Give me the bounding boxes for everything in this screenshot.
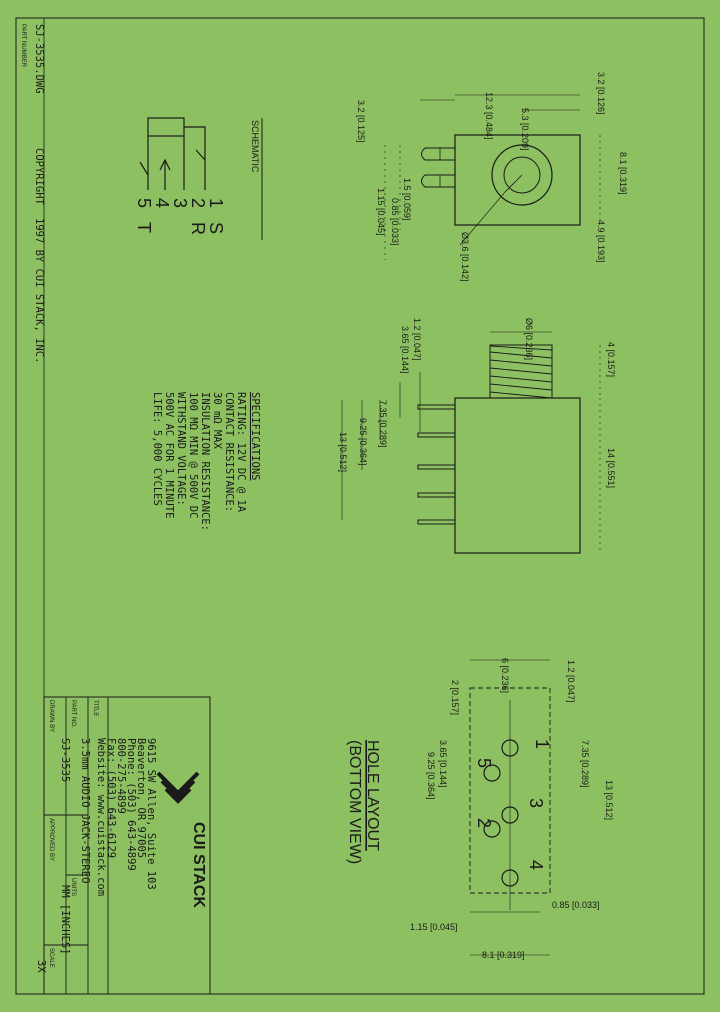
dim-hl-d1: 2 [0.157] [450,680,460,715]
dim-hl-d3: 9.25 [0.364] [426,752,436,800]
spec-line-8: LIFE: 5,000 CYCLES [151,392,163,506]
part-no-label: PART NO. [70,700,76,728]
company-logo [156,771,200,804]
side-view [341,331,601,554]
hole-1: 1 [532,739,552,749]
border-strip: PART NUMBER SJ-3535.DWG COPYRIGHT 1997 B… [20,18,45,994]
address-line-1: 9615 SW Allen, Suite 103 [145,738,157,890]
dim-left-offset: 3.2 [0.125] [356,100,366,143]
dim-hl-hole2: 1.15 [0.045] [410,922,458,932]
sheet-border [15,17,705,995]
dim-pin3: 7.35 [0.289] [378,400,388,448]
dim-half-height: 4.9 [0.193] [596,220,606,263]
spec-line-3: 30 mΩ MAX [211,392,223,450]
units-value: MM [INCHES] [59,885,71,955]
dim-hl-bottom: 8.1 [0.319] [482,950,525,960]
company-name: CUI STACK [190,822,207,908]
schematic-label-t: T [134,222,154,233]
address-line-2: Beaverton, OR 97005 [135,738,147,858]
dim-pin-pitch: 0.85 [0.033] [390,198,400,246]
approved-by-label: APPROVED BY [48,818,54,861]
schematic-pin-4: 4 [152,198,172,208]
specs-title: SPECIFICATIONS [249,392,261,481]
dim-hl-hole1: 0.85 [0.033] [552,900,600,910]
hole-3: 3 [526,798,546,808]
scale-value: 3X [35,960,47,973]
dim-right-gap: 3.2 [0.126] [596,72,606,115]
spec-line-1: RATING: 12V DC @ 1A [235,392,247,513]
part-number-code: SJ-3535.DWG [33,24,45,94]
spec-line-7: 500V AC FOR 1 MINUTE [163,392,175,518]
schematic-pin-5: 5 [134,198,154,208]
dim-pin1: 1.2 [0.047] [412,318,422,361]
schematic-label-s: S [206,222,226,234]
side-view-dimensions: Ø6 [0.236] 4 [0.157] 14 [0.551] 1.2 [0.0… [338,318,616,488]
dim-hl-width: 6 [0.236] [500,658,510,693]
dim-center-offset: 5.3 [0.209] [520,108,530,151]
address-line-6: Website: www.cuistack.com [95,738,107,896]
hole-layout-subtitle: (BOTTOM VIEW) [346,740,363,864]
schematic-pin-1: 1 [206,198,226,208]
spec-line-6: WITHSTAND VOLTAGE: [175,392,187,506]
schematic-pin-3: 3 [170,198,190,208]
dim-pin2: 3.65 [0.144] [400,326,410,374]
dim-pin4: 9.25 [0.364] [358,418,368,466]
dim-thread-len: 4 [0.157] [606,342,616,377]
part-no-value: SJ-3535 [59,738,71,782]
address-line-4: 800-275-4899 [115,738,127,814]
dim-hl-d5: 13 [0.512] [604,780,614,820]
dim-thread-dia: Ø6 [0.236] [524,318,534,360]
specifications: SPECIFICATIONS RATING: 12V DC @ 1A CONTA… [151,392,261,531]
hole-2: 2 [474,818,494,828]
hole-5: 5 [474,758,494,768]
spec-line-5: 100 MΩ MIN @ 500V DC [187,392,199,518]
dim-hl-d4: 7.35 [0.289] [580,740,590,788]
hole-layout-title: HOLE LAYOUT [364,740,381,851]
dim-pin5: 13 [0.512] [338,432,348,472]
hole-layout: HOLE LAYOUT (BOTTOM VIEW) 1 2 3 4 5 6 [0… [346,658,614,960]
units-label: UNITS [70,878,76,896]
schematic-title: SCHEMATIC [250,120,260,173]
scale-label: SCALE [48,948,54,968]
dim-pin-width: 1.5 [0.059] [402,178,412,221]
dim-body-len: 14 [0.551] [606,448,616,488]
dim-diameter: Ø3.6 [0.142] [460,232,470,282]
copyright-text: 1997 BY CUI STACK, INC. [33,218,45,363]
spec-line-2: CONTACT RESISTANCE: [223,392,235,512]
title-label: TITLE [92,700,98,716]
dim-hl-d2: 3.65 [0.144] [438,740,448,788]
address-line-5: Fax: (503) 643-6129 [105,738,117,858]
title-block [43,696,211,995]
dim-overall-width: 12.3 [0.484] [484,92,494,140]
schematic-pin-2: 2 [188,198,208,208]
address-line-3: Phone: (503) 643-4899 [125,738,137,871]
top-view-dimensions: 3.2 [0.125] 12.3 [0.484] 5.3 [0.209] 3.2… [356,72,628,282]
schematic-label-r: R [188,222,208,235]
dim-body-height: 8.1 [0.319] [618,152,628,195]
dim-pin-offset: 1.15 [0.045] [376,188,386,236]
spec-line-4: INSULATION RESISTANCE: [199,392,211,531]
schematic: SCHEMATIC 1 2 3 4 5 S R T [134,117,263,240]
title-block-text: CUI STACK 9615 SW Allen, Suite 103 Beave… [35,700,207,973]
top-view [384,94,601,260]
dim-hl-top: 1.2 [0.047] [566,660,576,703]
drawn-by-label: DRAWN BY [48,700,54,732]
copyright-label: COPYRIGHT [33,148,45,206]
part-number-label: PART NUMBER [20,24,26,68]
hole-4: 4 [526,860,546,870]
drawing-title: 3.5mm AUDIO JACK-STEREO [79,738,91,883]
